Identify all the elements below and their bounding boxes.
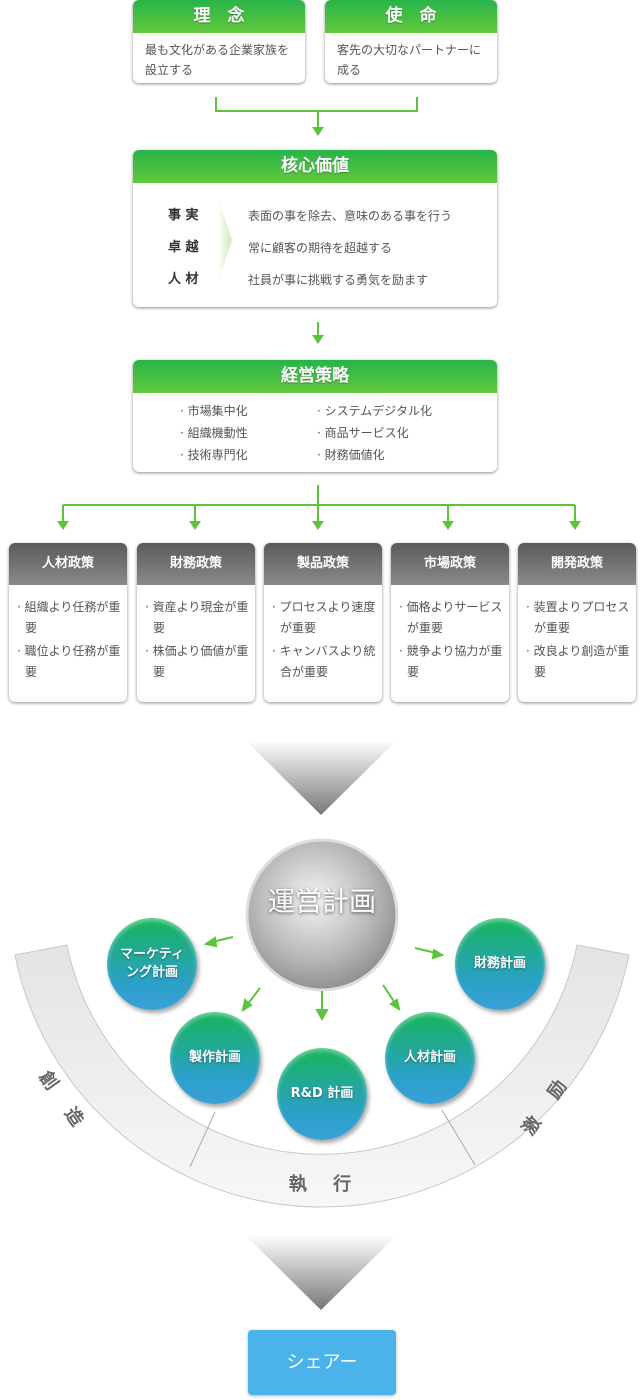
mission-title: 使 命 bbox=[325, 0, 497, 33]
core-values-title: 核心価値 bbox=[133, 150, 497, 183]
core-value-text: 社員が事に挑戦する勇気を励ます bbox=[248, 273, 429, 287]
plan-finance: 財務計画 bbox=[455, 918, 545, 1010]
philosophy-text: 最も文化がある企業家族を設立する bbox=[145, 43, 290, 77]
operation-diagram bbox=[14, 740, 630, 1310]
policy-item: 組織より任務が重要 bbox=[17, 597, 127, 639]
connector-lines bbox=[57, 97, 581, 530]
operation-center-label: 運営計画 bbox=[268, 887, 376, 918]
policy-title: 製品政策 bbox=[264, 543, 382, 585]
philosophy-box: 理 念 最も文化がある企業家族を設立する bbox=[133, 0, 305, 83]
strategy-box: 経営策略 · 市場集中化 · 組織機動性 · 技術専門化 · システムデジタル化… bbox=[133, 360, 497, 472]
policy-item: 価格よりサービスが重要 bbox=[399, 597, 509, 639]
plan-marketing: マーケティング計画 bbox=[107, 918, 197, 1010]
policy-title: 市場政策 bbox=[391, 543, 509, 585]
policy-card: 市場政策 価格よりサービスが重要競争より協力が重要 bbox=[391, 543, 509, 702]
policy-card: 財務政策 資産より現金が重要株価より価値が重要 bbox=[137, 543, 255, 702]
core-value-label: 人 材 bbox=[168, 272, 199, 287]
mission-text: 客先の大切なパートナーに成る bbox=[337, 43, 482, 77]
core-value-label: 卓 越 bbox=[168, 240, 199, 255]
policy-item: プロセスより速度が重要 bbox=[272, 597, 382, 639]
plan-production: 製作計画 bbox=[170, 1012, 260, 1104]
strategy-item: · 市場集中化 bbox=[180, 404, 248, 418]
chevron-right-icon bbox=[218, 198, 232, 283]
mission-box: 使 命 客先の大切なパートナーに成る bbox=[325, 0, 497, 83]
arc-divider bbox=[189, 1111, 216, 1168]
policy-title: 財務政策 bbox=[137, 543, 255, 585]
strategy-item: · 財務価値化 bbox=[317, 448, 385, 462]
down-arrow-triangle bbox=[245, 1235, 397, 1310]
policy-item: 職位より任務が重要 bbox=[17, 641, 127, 683]
policy-item: 競争より協力が重要 bbox=[399, 641, 509, 683]
down-arrow-triangle bbox=[245, 740, 397, 815]
core-value-text: 表面の事を除去、意味のある事を行う bbox=[248, 209, 453, 223]
policy-item: 改良より創造が重要 bbox=[526, 641, 636, 683]
policy-item: 資産より現金が重要 bbox=[145, 597, 255, 639]
policy-title: 人材政策 bbox=[9, 543, 127, 585]
core-value-text: 常に顧客の期待を超越する bbox=[248, 241, 393, 255]
strategy-item: · 商品サービス化 bbox=[317, 426, 409, 440]
policy-item: 装置よりプロセスが重要 bbox=[526, 597, 636, 639]
strategy-item: · 技術専門化 bbox=[180, 448, 248, 462]
strategy-item: · 組織機動性 bbox=[180, 426, 248, 440]
core-values-box: 核心価値 事 実 卓 越 人 材 表面の事を除去、意味のある事を行う 常に顧客の… bbox=[133, 150, 497, 307]
arc-label-execute: 執 行 bbox=[288, 1174, 362, 1195]
policy-item: 株価より価値が重要 bbox=[145, 641, 255, 683]
philosophy-title: 理 念 bbox=[133, 0, 305, 33]
plan-rnd: R&D 計画 bbox=[277, 1048, 367, 1140]
arc-divider bbox=[441, 1109, 476, 1166]
policy-card: 開発政策 装置よりプロセスが重要改良より創造が重要 bbox=[518, 543, 636, 702]
policy-title: 開発政策 bbox=[518, 543, 636, 585]
arc-band bbox=[14, 944, 630, 1208]
strategy-item: · システムデジタル化 bbox=[317, 404, 433, 418]
operation-center-disc bbox=[245, 838, 399, 992]
plan-hr: 人材計画 bbox=[385, 1012, 475, 1104]
policy-card: 製品政策 プロセスより速度が重要キャンバスより統合が重要 bbox=[264, 543, 382, 702]
policy-item: キャンバスより統合が重要 bbox=[272, 641, 382, 683]
strategy-title: 経営策略 bbox=[133, 360, 497, 393]
policy-card: 人材政策 組織より任務が重要職位より任務が重要 bbox=[9, 543, 127, 702]
share-button[interactable]: シェアー bbox=[248, 1330, 396, 1395]
core-value-label: 事 実 bbox=[168, 208, 199, 223]
